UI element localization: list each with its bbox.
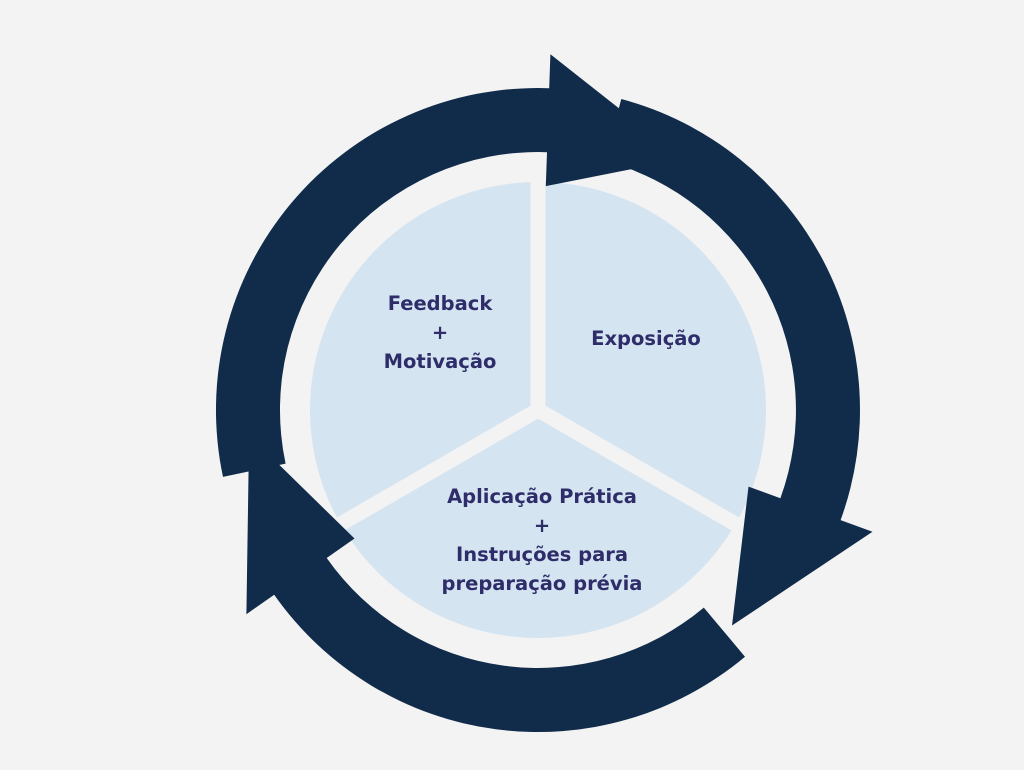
segment-label-exposicao: Exposição: [526, 324, 766, 353]
segment-separator: [326, 403, 542, 537]
segment-label-aplicacao: Aplicação Prática + Instruções para prep…: [402, 482, 682, 598]
segment-label-line: preparação prévia: [441, 572, 643, 595]
segment-pie: [310, 170, 766, 638]
cycle-arrows: [215, 54, 873, 733]
segment-label-line: Aplicação Prática: [447, 485, 637, 508]
segment-label-line: Instruções para: [455, 543, 629, 566]
segment-label-line: Feedback: [387, 292, 493, 315]
segment-label-line: +: [533, 514, 551, 537]
segment-label-line: +: [431, 321, 449, 344]
segment-label-line: Exposição: [591, 327, 701, 350]
segment-label-line: Motivação: [383, 350, 497, 373]
segment-label-feedback: Feedback + Motivação: [320, 289, 560, 376]
arrow-right-bottom: [604, 99, 873, 626]
segment-separator: [534, 403, 750, 537]
arrow-top-right: [215, 54, 683, 477]
arrow-bottom-left: [246, 435, 745, 733]
